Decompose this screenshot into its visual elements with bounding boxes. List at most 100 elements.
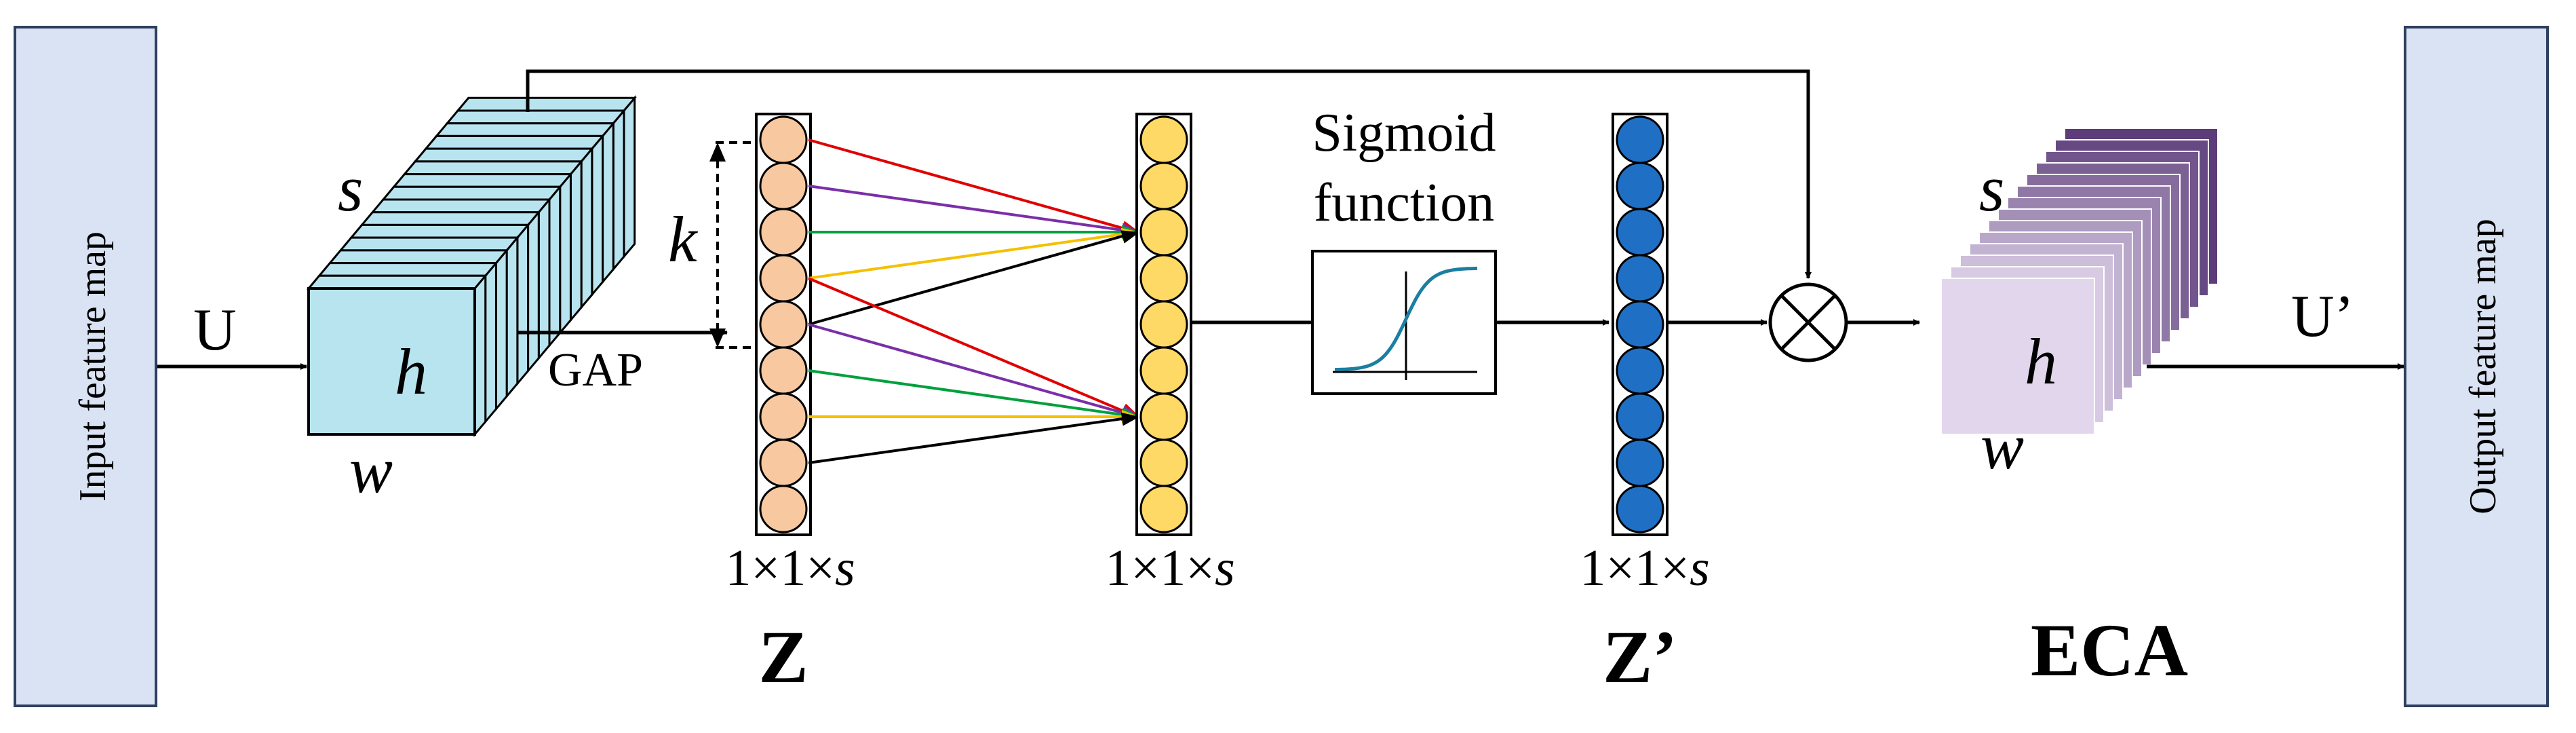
conv-connection — [808, 231, 1137, 326]
out-cube-h-label: h — [2025, 325, 2057, 398]
z-node — [759, 162, 808, 210]
cube-side-slice — [548, 184, 562, 349]
cube-s-label: s — [338, 152, 363, 225]
zprime-node — [1616, 346, 1664, 395]
conv-connection — [808, 185, 1137, 233]
zprime-node — [1616, 115, 1664, 164]
conv-connection — [808, 138, 1137, 233]
mid-node — [1139, 254, 1188, 303]
cube-h-label: h — [395, 335, 427, 408]
cube-side-slice — [602, 120, 614, 285]
conv-connection — [808, 323, 1137, 418]
eca-label: ECA — [2031, 609, 2188, 692]
zprime-node — [1616, 208, 1664, 257]
cube-top-slice — [317, 262, 499, 277]
cube-top-slice — [338, 236, 520, 252]
sigmoid-curve — [1334, 266, 1478, 372]
z-prime-column — [1612, 113, 1668, 536]
sigmoid-function-box — [1311, 250, 1497, 395]
z-node — [759, 485, 808, 533]
cube-side-slice — [537, 196, 551, 361]
cube-top-slice — [445, 109, 627, 125]
cube-side-slice — [494, 247, 508, 412]
z-node — [759, 208, 808, 257]
cube-top-slice — [306, 274, 488, 290]
z-node — [759, 115, 808, 164]
mid-node — [1139, 485, 1188, 533]
out-cube-w-label: w — [1980, 410, 2024, 483]
conv-connection — [808, 277, 1137, 418]
z-column — [755, 113, 812, 536]
input-feature-map-box: Input feature map — [14, 26, 157, 707]
z-node — [759, 254, 808, 303]
input-arrow-label: U — [193, 297, 237, 363]
conv-connection — [808, 415, 1137, 464]
conv-connection — [808, 369, 1137, 418]
z-dim-label: 1×1×s — [725, 540, 855, 597]
mid-node — [1139, 162, 1188, 210]
eca-slice — [1940, 278, 2095, 435]
sigmoid-label-line2: function — [1314, 173, 1495, 233]
cube-side-slice — [580, 146, 593, 310]
conv-arrowhead — [1120, 412, 1139, 426]
input-feature-map-label: Input feature map — [72, 231, 114, 502]
zprime-node — [1616, 438, 1664, 487]
cube-side-slice — [473, 273, 487, 438]
input-feature-cube — [306, 95, 637, 438]
conv-arrowhead — [1120, 230, 1139, 244]
cube-top-slice — [434, 122, 616, 137]
z-label: Z — [758, 616, 808, 698]
zp-dim-label: 1×1×s — [1580, 540, 1709, 597]
cube-top-slice — [370, 198, 552, 214]
cube-side-slice — [612, 107, 625, 272]
cube-top-slice — [423, 134, 605, 150]
zprime-node — [1616, 254, 1664, 303]
z-node — [759, 438, 808, 487]
mid-node — [1139, 346, 1188, 395]
mid-node — [1139, 300, 1188, 349]
z-node — [759, 346, 808, 395]
cube-side-slice — [559, 171, 572, 336]
cube-top-slice — [391, 173, 573, 188]
cube-front-face — [307, 287, 476, 436]
1d-conv-connections — [808, 138, 1139, 464]
cube-top-slice — [349, 223, 530, 239]
cube-top-slice — [455, 96, 637, 112]
out-cube-s-label: s — [1979, 152, 2004, 225]
z-node — [759, 392, 808, 441]
mid-node — [1139, 115, 1188, 164]
output-arrow-label: U’ — [2291, 284, 2354, 350]
zprime-node — [1616, 300, 1664, 349]
cube-top-slice — [412, 147, 595, 163]
zprime-node — [1616, 162, 1664, 210]
z-prime-label: Z’ — [1603, 616, 1677, 698]
cube-top-slice — [328, 249, 509, 265]
zprime-node — [1616, 392, 1664, 441]
kernel-size-bracket — [709, 141, 763, 349]
cube-side-slice — [569, 158, 583, 323]
conv-output-column — [1135, 113, 1192, 536]
mid-node — [1139, 208, 1188, 257]
conv-connection — [808, 231, 1137, 280]
cube-side-slice — [591, 133, 604, 298]
cube-side-slice — [516, 222, 530, 387]
mid-node — [1139, 438, 1188, 487]
cube-top-slice — [402, 160, 584, 176]
multiply-operator — [1768, 282, 1848, 362]
z-node — [759, 300, 808, 349]
cube-side-slice — [505, 235, 519, 399]
mid-dim-label: 1×1×s — [1105, 540, 1234, 597]
cube-top-slice — [380, 185, 562, 201]
mid-node — [1139, 392, 1188, 441]
gap-label: GAP — [548, 344, 643, 396]
output-feature-map-box: Output feature map — [2404, 26, 2549, 707]
cube-w-label: w — [349, 434, 393, 506]
cube-side-slice — [527, 209, 540, 374]
output-feature-cube — [1940, 128, 2219, 435]
output-feature-map-label: Output feature map — [2462, 219, 2504, 514]
cube-top-slice — [359, 211, 541, 226]
kernel-size-label: k — [668, 203, 699, 276]
skip-connection — [526, 69, 1812, 279]
cube-side-slice — [484, 260, 497, 425]
